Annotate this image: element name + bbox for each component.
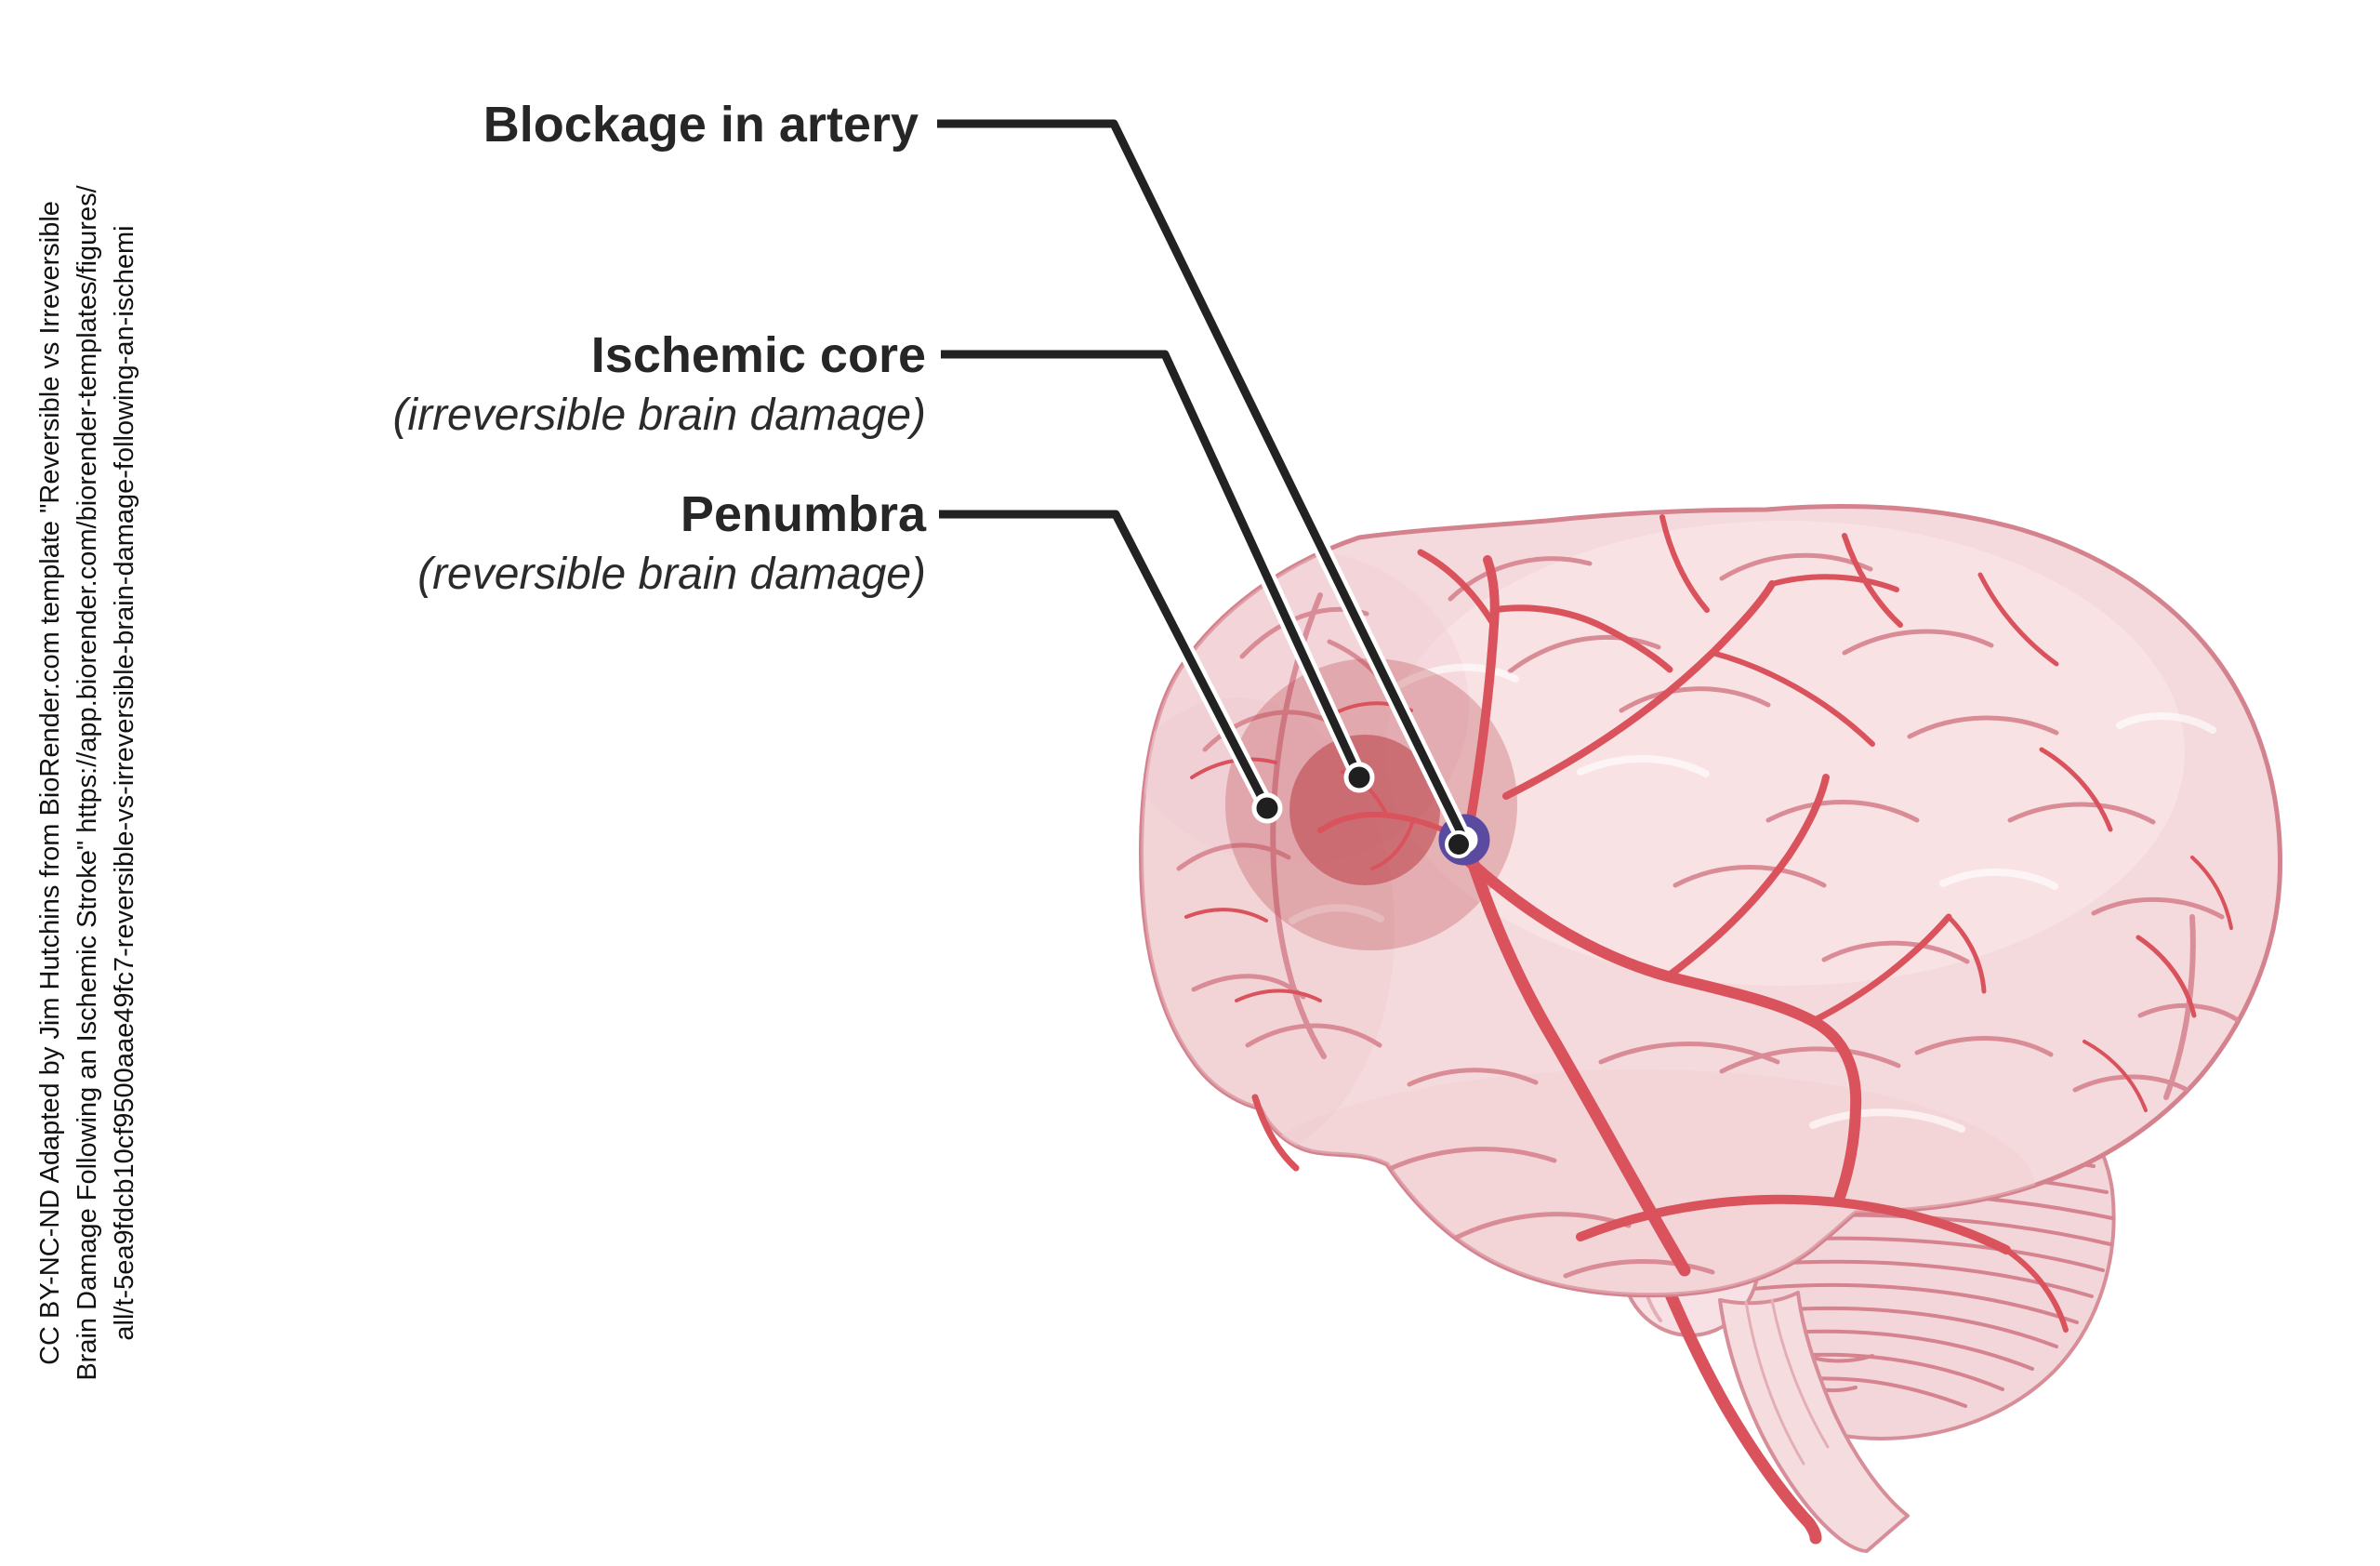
leader-line-core [941, 350, 1364, 779]
attribution-line-1: CC BY-NC-ND Adapted by Jim Hutchins from… [35, 201, 65, 1365]
leader-line-blockage [937, 119, 1470, 843]
blockage-label: Blockage in artery [483, 97, 919, 153]
sylvian-artery [1463, 856, 1862, 1205]
temporal-base-artery [1576, 1194, 2011, 1254]
cerebral-arteries [1184, 514, 2233, 1333]
penumbra-sublabel: (reversible brain damage) [417, 550, 926, 599]
gyrus-highlight [1391, 663, 1519, 692]
penumbra-dot [1251, 792, 1283, 824]
vertebral-artery [1637, 1223, 1822, 1545]
ischemic-core-overlay [1289, 735, 1440, 885]
ischemic-core-sublabel: (irreversible brain damage) [392, 391, 926, 440]
mca-trunk [1461, 838, 1691, 1277]
blockage-ring [1438, 814, 1490, 866]
penumbra-label: Penumbra [681, 486, 927, 542]
attribution-line-2: Brain Damage Following an Ischemic Strok… [73, 185, 102, 1381]
blockage-dot [1445, 830, 1473, 858]
leader-lines [937, 115, 1474, 845]
leader-line-penumbra [939, 510, 1271, 811]
core-dot [1343, 762, 1375, 793]
attribution-text: CC BY-NC-ND Adapted by Jim Hutchins from… [32, 0, 162, 1566]
ischemic-core-label: Ischemic core [591, 327, 926, 383]
attribution-line-3: all/t-5ea9fdcb10cf9500aae49fc7-reversibl… [110, 225, 139, 1341]
